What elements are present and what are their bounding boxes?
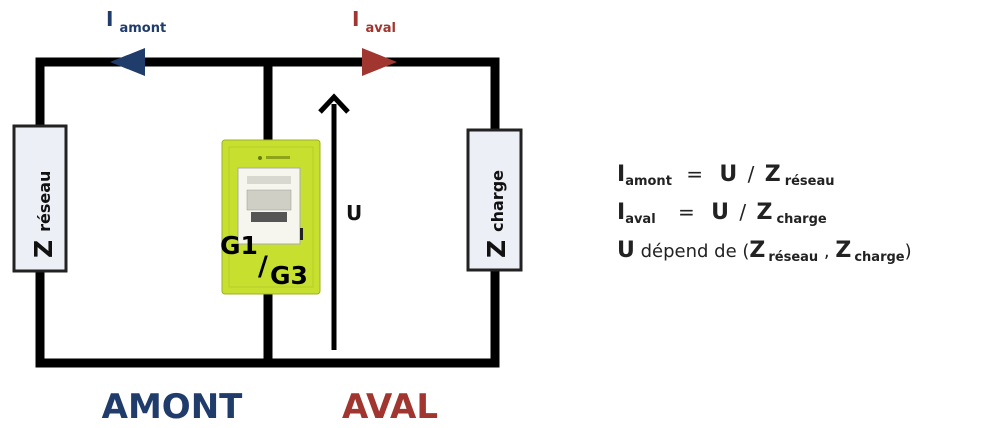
linky-meter-icon xyxy=(221,139,321,295)
aval-current-arrow xyxy=(362,48,397,76)
voltage-arrow xyxy=(318,93,350,350)
section-aval-label: AVAL xyxy=(342,387,438,427)
meter-label-g3: G3 xyxy=(270,261,308,290)
meter-label-slash: / xyxy=(258,251,268,282)
section-amont-label: AMONT xyxy=(102,387,244,427)
svg-text:Zcharge: Zcharge xyxy=(482,170,511,258)
impedance-charge: Zcharge xyxy=(466,128,523,272)
meter-label-g1: G1 xyxy=(220,231,258,260)
impedance-reseau: Zréseau xyxy=(12,124,68,273)
voltage-label: U xyxy=(346,201,362,225)
amont-current-arrow xyxy=(110,48,145,76)
svg-text:Zréseau: Zréseau xyxy=(29,171,58,258)
